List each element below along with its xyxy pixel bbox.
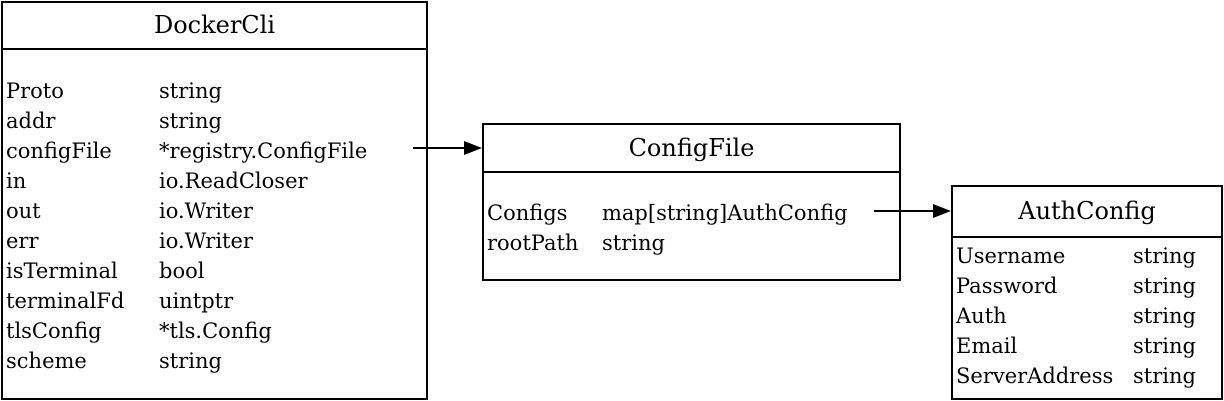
arrowhead-icon xyxy=(464,141,482,155)
field-type: string xyxy=(1133,364,1196,388)
field-name: configFile xyxy=(6,139,112,163)
field-type: string xyxy=(159,109,222,133)
class-box-authconfig: AuthConfig Username string Password stri… xyxy=(951,185,1223,400)
field-row: Auth string xyxy=(956,301,1219,331)
field-list-dockercli: Proto string addr string configFile *reg… xyxy=(6,76,424,376)
field-type: *tls.Config xyxy=(159,319,272,343)
field-row: rootPath string xyxy=(487,228,897,258)
field-name: isTerminal xyxy=(6,259,118,283)
field-row: err io.Writer xyxy=(6,226,424,256)
field-row: isTerminal bool xyxy=(6,256,424,286)
field-type: uintptr xyxy=(159,289,234,313)
field-type: io.ReadCloser xyxy=(159,169,308,193)
field-name: Email xyxy=(956,334,1018,358)
field-type: string xyxy=(1133,244,1196,268)
field-row: scheme string xyxy=(6,346,424,376)
arrow-configs-to-authconfig-class xyxy=(874,204,951,218)
field-list-authconfig: Username string Password string Auth str… xyxy=(956,241,1219,391)
field-name: Password xyxy=(956,274,1058,298)
field-name: tlsConfig xyxy=(6,319,102,343)
field-type: string xyxy=(159,79,222,103)
field-row: configFile *registry.ConfigFile xyxy=(6,136,424,166)
class-box-configfile: ConfigFile Configs map[string]AuthConfig… xyxy=(482,123,901,281)
field-row: Proto string xyxy=(6,76,424,106)
field-type: string xyxy=(159,349,222,373)
field-type: string xyxy=(1133,304,1196,328)
field-name: ServerAddress xyxy=(956,364,1114,388)
field-row: Username string xyxy=(956,241,1219,271)
field-row: out io.Writer xyxy=(6,196,424,226)
field-name: in xyxy=(6,169,27,193)
field-name: addr xyxy=(6,109,56,133)
field-row: Email string xyxy=(956,331,1219,361)
field-name: terminalFd xyxy=(6,289,125,313)
field-row: addr string xyxy=(6,106,424,136)
class-title-authconfig: AuthConfig xyxy=(953,187,1221,238)
class-box-dockercli: DockerCli Proto string addr string confi… xyxy=(1,1,428,400)
field-list-configfile: Configs map[string]AuthConfig rootPath s… xyxy=(487,198,897,258)
field-type: io.Writer xyxy=(159,199,253,223)
field-row: terminalFd uintptr xyxy=(6,286,424,316)
field-row: in io.ReadCloser xyxy=(6,166,424,196)
field-name: err xyxy=(6,229,39,253)
field-type: string xyxy=(602,231,665,255)
field-name: rootPath xyxy=(487,231,579,255)
field-row: tlsConfig *tls.Config xyxy=(6,316,424,346)
field-row: Configs map[string]AuthConfig xyxy=(487,198,897,228)
field-row: Password string xyxy=(956,271,1219,301)
arrow-configfile-to-configfile-class xyxy=(413,141,482,155)
field-type: bool xyxy=(159,259,205,283)
field-type: map[string]AuthConfig xyxy=(602,201,848,225)
field-name: scheme xyxy=(6,349,87,373)
field-name: Auth xyxy=(956,304,1007,328)
field-name: out xyxy=(6,199,41,223)
field-name: Configs xyxy=(487,201,568,225)
field-type: string xyxy=(1133,334,1196,358)
class-title-configfile: ConfigFile xyxy=(484,125,899,173)
field-row: ServerAddress string xyxy=(956,361,1219,391)
field-name: Username xyxy=(956,244,1066,268)
field-type: io.Writer xyxy=(159,229,253,253)
field-name: Proto xyxy=(6,79,64,103)
field-type: *registry.ConfigFile xyxy=(159,139,368,163)
arrowhead-icon xyxy=(933,204,951,218)
field-type: string xyxy=(1133,274,1196,298)
class-title-dockercli: DockerCli xyxy=(3,3,426,50)
